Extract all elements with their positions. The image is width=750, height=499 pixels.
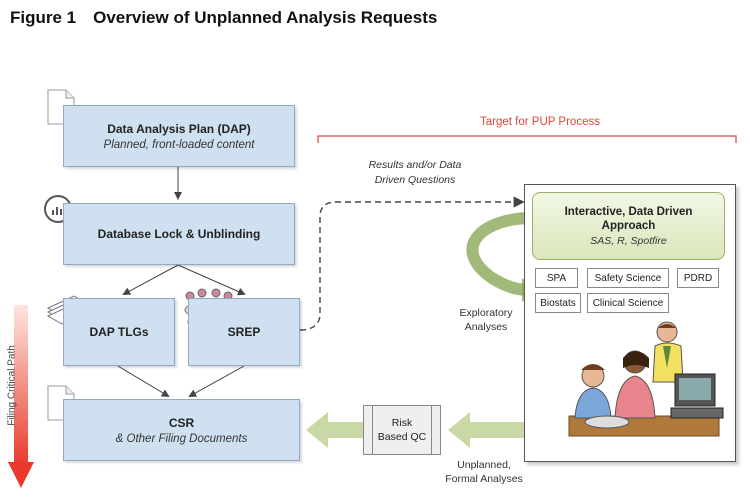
results-label-line2: Driven Questions (374, 174, 456, 186)
tlgs-title: DAP TLGs (89, 325, 149, 339)
results-label-line1: Results and/or Data (368, 159, 462, 171)
exploratory-label: Exploratory Analyses (446, 306, 526, 334)
tag-pdrd: PDRD (677, 268, 719, 288)
interactive-line2: Approach (601, 220, 656, 232)
tag-safety-science: Safety Science (587, 268, 669, 288)
target-label: Target for PUP Process (480, 116, 600, 128)
tag-spa: SPA (535, 268, 578, 288)
dashed-arrow-srep-to-panel (299, 196, 525, 331)
exploratory-line1: Exploratory (459, 307, 513, 319)
csr-box: CSR & Other Filing Documents (63, 399, 300, 461)
srep-title: SREP (227, 325, 261, 339)
unplanned-line1: Unplanned, (457, 459, 511, 471)
dap-title: Data Analysis Plan (DAP) (107, 121, 251, 136)
results-label: Results and/or Data Driven Questions (330, 158, 500, 188)
interactive-line1: Interactive, Data Driven (564, 206, 693, 218)
tag-clinical-science: Clinical Science (587, 293, 669, 313)
critical-path-head (8, 462, 34, 488)
green-arrow-qc-to-csr (306, 412, 363, 448)
arrow-tlgs-to-csr (117, 365, 170, 398)
interactive-subtitle: SAS, R, Spotfire (590, 235, 667, 247)
target-bracket (317, 135, 737, 143)
dap-subtitle: Planned, front-loaded content (103, 138, 255, 151)
team-illustration (568, 321, 724, 437)
interactive-approach-box: Interactive, Data Driven Approach SAS, R… (532, 192, 725, 260)
tag-biostats: Biostats (535, 293, 581, 313)
arrow-srep-to-csr (188, 365, 245, 397)
qc-line1: Risk (391, 417, 413, 429)
critical-path-label: Filing Critical Path (6, 345, 18, 426)
arrow-lock-to-srep (177, 264, 246, 296)
lock-title: Database Lock & Unblinding (97, 227, 261, 241)
exploratory-line2: Analyses (464, 321, 508, 333)
csr-subtitle: & Other Filing Documents (115, 432, 248, 445)
dap-tlgs-box: DAP TLGs (63, 298, 175, 366)
unplanned-line2: Formal Analyses (445, 473, 523, 485)
green-arrow-panel-to-qc (448, 412, 524, 448)
risk-based-qc-box: Risk Based QC (363, 405, 441, 455)
csr-title: CSR (168, 415, 195, 430)
dap-box: Data Analysis Plan (DAP) Planned, front-… (63, 105, 295, 167)
critical-path-shaft (14, 305, 28, 467)
arrow-lock-to-tlgs (122, 264, 179, 295)
unplanned-label: Unplanned, Formal Analyses (432, 458, 536, 486)
database-lock-box: Database Lock & Unblinding (63, 203, 295, 265)
figure-title: Figure 1 Overview of Unplanned Analysis … (10, 8, 438, 27)
srep-box: SREP (188, 298, 300, 366)
exploratory-loop-arrow (466, 212, 529, 296)
qc-line2: Based QC (377, 431, 427, 443)
